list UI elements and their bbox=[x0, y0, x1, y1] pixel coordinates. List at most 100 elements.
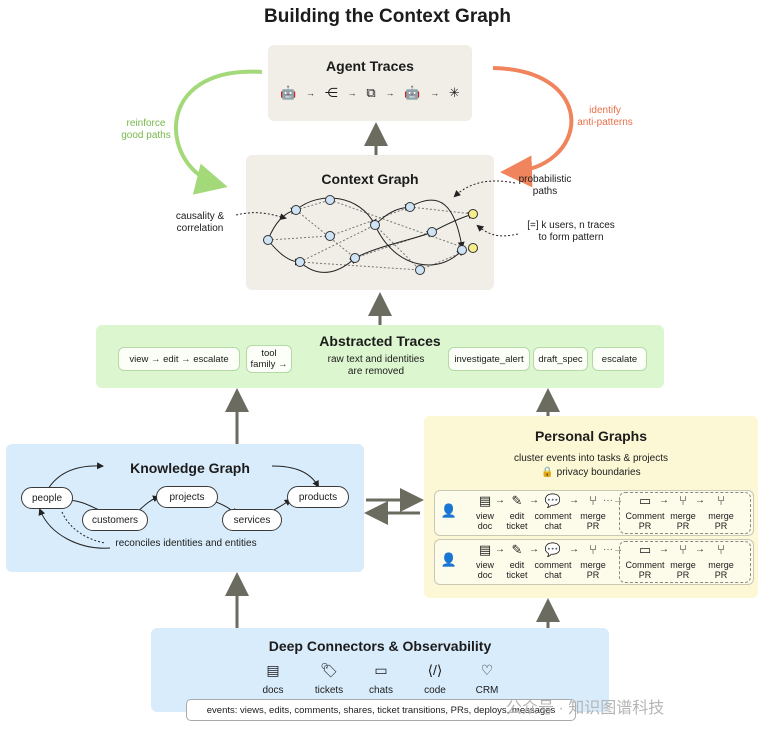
step-label: Comment PR bbox=[625, 511, 665, 531]
chip-escalate: escalate bbox=[592, 347, 647, 371]
agent-traces-panel: Agent Traces 🤖→ ⋲→ ⧉→ 🤖→ ✳ bbox=[268, 45, 472, 121]
step-label: Comment PR bbox=[625, 560, 665, 580]
connector-label: code bbox=[424, 685, 446, 696]
abstracted-traces-title: Abstracted Traces bbox=[319, 333, 441, 349]
arrow-icon: → bbox=[529, 495, 539, 506]
edit-icon: ✎ bbox=[511, 542, 523, 557]
arrow-icon: → bbox=[385, 88, 395, 98]
arrow-icon: → bbox=[569, 495, 579, 506]
agent-trace-sequence: 🤖 → ⋲ → ⧉ → 🤖 → ✳ bbox=[280, 85, 460, 101]
step-label: edit ticket bbox=[506, 560, 528, 580]
personal-subtitle: cluster events into tasks & projects bbox=[514, 453, 668, 464]
knowledge-note: reconciles identities and entities bbox=[115, 538, 257, 549]
step-label: merge PR bbox=[708, 511, 734, 531]
transform-icon: ⧉ bbox=[366, 85, 376, 100]
identify-label: identify anti-patterns bbox=[577, 105, 633, 128]
connector-label: chats bbox=[369, 685, 393, 696]
code-icon: ⟨/⟩ bbox=[427, 662, 443, 678]
loop-identify-arrow bbox=[492, 66, 574, 188]
chip-draft-spec: draft_spec bbox=[533, 347, 588, 371]
lock-icon: 🔒 bbox=[541, 467, 554, 478]
privacy-label: privacy boundaries bbox=[556, 467, 641, 478]
loop-reinforce-arrow bbox=[174, 69, 263, 195]
arrow-icon: → bbox=[430, 88, 440, 98]
person-icon: 👤 bbox=[440, 503, 458, 518]
chat-icon: ▭ bbox=[374, 662, 388, 678]
arrow-icon: → bbox=[659, 544, 669, 555]
node-projects: projects bbox=[156, 486, 218, 508]
connector-code: ⟨/⟩ code bbox=[413, 662, 457, 696]
connector-label: tickets bbox=[314, 685, 344, 696]
sub-pattern bbox=[619, 541, 751, 583]
connector-docs: ▤docs bbox=[251, 662, 295, 696]
arrow-icon: → bbox=[659, 495, 669, 506]
arrow-icon: → bbox=[695, 495, 705, 506]
chip-investigate-alert: investigate_alert bbox=[448, 347, 530, 371]
knowledge-graph-edges bbox=[38, 462, 319, 549]
knowledge-graph-title: Knowledge Graph bbox=[130, 460, 250, 476]
merge-icon: ⑂ bbox=[589, 542, 597, 557]
tag-icon: 🏷 bbox=[320, 662, 338, 678]
node-customers: customers bbox=[82, 509, 148, 531]
step-label: merge PR bbox=[580, 560, 606, 580]
personal-row: 👤 ▤ view doc → ✎ edit ticket → 💬 comment… bbox=[434, 490, 754, 536]
node-products: products bbox=[287, 486, 349, 508]
node-services: services bbox=[222, 509, 282, 531]
robot-icon: 🤖 bbox=[404, 85, 421, 100]
merge-icon: ⑂ bbox=[717, 493, 725, 508]
chat-icon: 💬 bbox=[544, 542, 562, 557]
events-box: events: views, edits, comments, shares, … bbox=[186, 699, 576, 721]
doc-icon: ▤ bbox=[478, 493, 492, 508]
personal-graphs-panel: Personal Graphs cluster events into task… bbox=[424, 416, 758, 598]
deep-connectors-panel: Deep Connectors & Observability ▤docs 🏷 t… bbox=[151, 628, 609, 712]
watermark-text: 公众号 · 知识图谱科技 bbox=[506, 700, 665, 717]
connector-chats: ▭ chats bbox=[359, 662, 403, 696]
reinforce-label: reinforce good paths bbox=[121, 118, 171, 141]
arrow-icon: → bbox=[305, 88, 315, 98]
arrow-icon: → bbox=[495, 544, 505, 555]
step-label: merge PR bbox=[708, 560, 734, 580]
step-label: comment chat bbox=[534, 560, 572, 580]
arrow-icon: → bbox=[569, 544, 579, 555]
person-icon: 👤 bbox=[440, 552, 458, 567]
arrow-icon: → bbox=[529, 544, 539, 555]
connector-crm: ♡CRM bbox=[465, 662, 509, 696]
merge-icon: ⑂ bbox=[589, 493, 597, 508]
comment-icon: ▭ bbox=[638, 493, 652, 508]
arrow-icon: → bbox=[695, 544, 705, 555]
merge-icon: ⑂ bbox=[679, 542, 687, 557]
comment-icon: ▭ bbox=[638, 542, 652, 557]
probabilistic-note: probabilistic paths bbox=[518, 174, 572, 197]
edit-icon: ✎ bbox=[511, 493, 523, 508]
causality-note: causality & correlation bbox=[175, 211, 225, 234]
chat-icon: 💬 bbox=[544, 493, 562, 508]
step-label: view doc bbox=[475, 511, 494, 531]
network-icon: ✳ bbox=[449, 85, 460, 100]
branch-icon: ⋲ bbox=[324, 85, 338, 100]
sub-pattern bbox=[619, 492, 751, 534]
k-users-note: [=] k users, n traces to form pattern bbox=[527, 220, 615, 243]
step-label: comment chat bbox=[534, 511, 572, 531]
abstracted-traces-panel: Abstracted Traces view → edit → escalate… bbox=[96, 325, 664, 388]
doc-icon: ▤ bbox=[266, 662, 280, 678]
deep-connectors-title: Deep Connectors & Observability bbox=[268, 638, 492, 654]
arrow-icon: → bbox=[347, 88, 357, 98]
merge-icon: ⑂ bbox=[717, 542, 725, 557]
abstracted-note: raw text and identities are removed bbox=[327, 354, 425, 377]
personal-row: 👤 ▤ view doc → ✎ edit ticket → 💬 comment… bbox=[434, 539, 754, 585]
dotted-arrow-icon: ···→ bbox=[603, 544, 623, 555]
step-label: view doc bbox=[475, 560, 494, 580]
node-people: people bbox=[21, 487, 73, 509]
dotted-arrow-icon: ···→ bbox=[603, 495, 623, 506]
chip-view-edit-escalate: view → edit → escalate bbox=[118, 347, 240, 371]
step-label: merge PR bbox=[670, 511, 696, 531]
merge-icon: ⑂ bbox=[679, 493, 687, 508]
connector-label: CRM bbox=[475, 685, 499, 696]
doc-icon: ▤ bbox=[478, 542, 492, 557]
connector-tickets: 🏷 tickets bbox=[307, 662, 351, 696]
context-graph-title: Context Graph bbox=[321, 171, 419, 187]
robot-icon: 🤖 bbox=[280, 85, 297, 100]
diagram-title: Building the Context Graph bbox=[264, 6, 511, 27]
personal-graphs-title: Personal Graphs bbox=[534, 428, 648, 444]
